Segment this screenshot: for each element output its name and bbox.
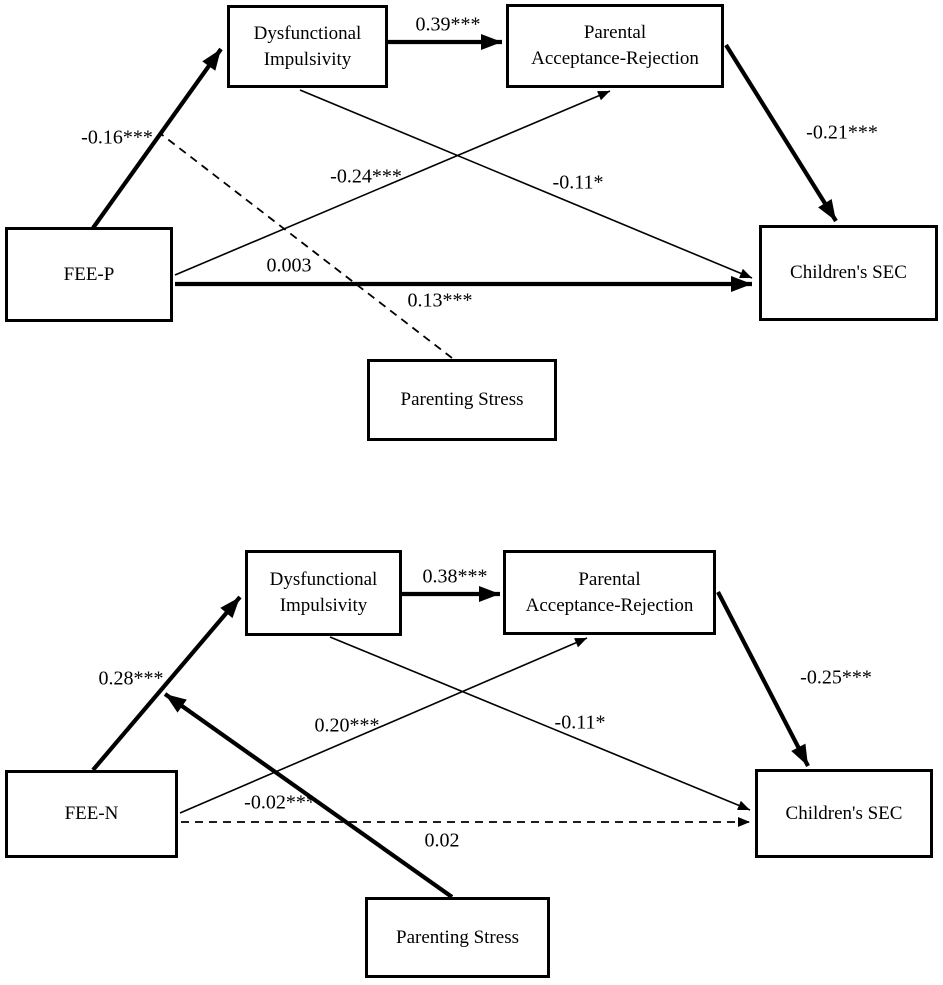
coef-impulsivity-sec-bottom: -0.11*: [554, 711, 606, 734]
node-label: Parenting Stress: [396, 926, 519, 948]
node-parental-acceptance-rejection-top: Parental Acceptance-Rejection: [506, 4, 724, 88]
node-fee-n: FEE-N: [5, 770, 178, 858]
arrow-stress-moderation-bottom: [163, 692, 454, 899]
node-parenting-stress-bottom: Parenting Stress: [365, 897, 550, 978]
coef-moderation-bottom: -0.02***: [244, 791, 316, 814]
arrow-feep-to-impulsivity: [91, 47, 223, 230]
arrow-acceptance-to-sec-top: [724, 43, 838, 223]
node-parental-acceptance-rejection-bottom: Parental Acceptance-Rejection: [503, 550, 716, 635]
node-label: Acceptance-Rejection: [525, 594, 694, 616]
coef-acceptance-sec-bottom: -0.25***: [800, 666, 872, 689]
coef-feep-sec-direct: 0.13***: [407, 289, 473, 312]
node-label: Impulsivity: [279, 595, 368, 616]
arrow-impulsivity-to-sec-bottom: [329, 636, 751, 811]
arrow-feen-to-impulsivity: [91, 595, 242, 772]
coef-acceptance-sec-top: -0.21***: [806, 121, 878, 144]
coef-impulsivity-acceptance-top: 0.39***: [415, 13, 481, 36]
node-parenting-stress-top: Parenting Stress: [367, 359, 557, 441]
node-label: Children's SEC: [790, 262, 907, 283]
node-childrens-sec-bottom: Children's SEC: [755, 769, 933, 858]
node-label: Children's SEC: [785, 802, 903, 824]
arrow-acceptance-to-sec-bottom: [716, 591, 810, 767]
node-fee-p: FEE-P: [5, 227, 173, 322]
coef-impulsivity-acceptance-bottom: 0.38***: [422, 565, 488, 588]
node-dysfunctional-impulsivity-top: Dysfunctional Impulsivity: [227, 5, 388, 88]
node-childrens-sec-top: Children's SEC: [759, 225, 938, 321]
coef-feep-impulsivity: -0.16***: [81, 126, 153, 149]
node-label: Parenting Stress: [400, 389, 524, 410]
node-label: Acceptance-Rejection: [531, 48, 699, 69]
arrow-feep-to-acceptance: [174, 90, 611, 276]
arrow-feen-to-acceptance: [179, 637, 588, 814]
coef-impulsivity-sec-top: -0.11*: [552, 171, 604, 194]
node-label: FEE-N: [64, 803, 119, 824]
node-label: FEE-P: [63, 263, 115, 285]
node-label: Dysfunctional: [269, 569, 378, 590]
coef-feep-acceptance: -0.24***: [330, 165, 402, 188]
coef-feen-impulsivity: 0.28***: [98, 667, 164, 690]
arrow-stress-moderation-top: [160, 133, 453, 359]
arrow-impulsivity-to-sec-top: [299, 89, 753, 279]
node-label: Dysfunctional: [253, 22, 362, 44]
node-dysfunctional-impulsivity-bottom: Dysfunctional Impulsivity: [245, 550, 402, 636]
node-label: Parental: [578, 568, 641, 590]
node-label: Impulsivity: [263, 48, 352, 70]
node-label: Parental: [583, 22, 647, 43]
coef-feen-acceptance: 0.20***: [314, 714, 380, 737]
coef-feen-sec-direct: 0.02: [424, 829, 460, 852]
coef-moderation-top: 0.003: [266, 254, 312, 277]
